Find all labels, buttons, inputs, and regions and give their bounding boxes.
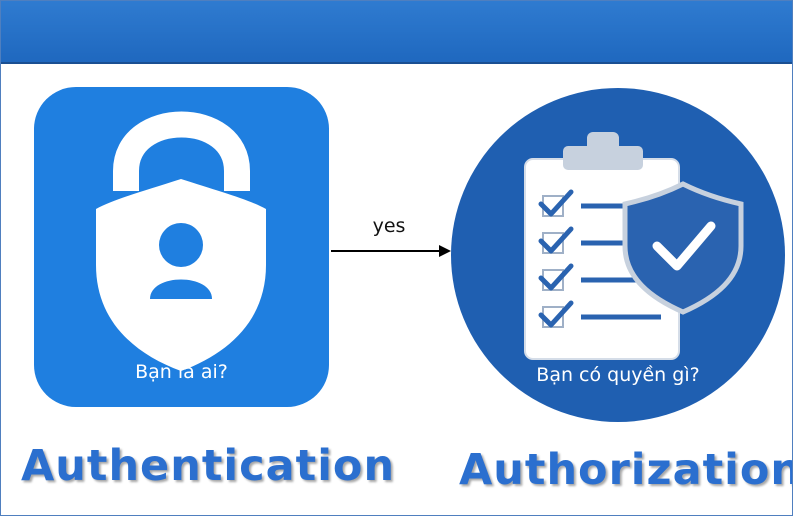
authentication-tile: Bạn là ai?	[34, 87, 329, 407]
authorization-circle: Bạn có quyền gì?	[451, 88, 785, 422]
authorization-title: Authorization	[459, 445, 793, 495]
user-head	[159, 223, 203, 267]
lock-shield-user-icon	[96, 111, 266, 371]
arrow-right-icon	[331, 245, 451, 257]
checklist-row	[538, 300, 661, 328]
arrow-label: yes	[372, 215, 406, 237]
authentication-title: Authentication	[21, 441, 396, 491]
authorization-question: Bạn có quyền gì?	[536, 364, 700, 386]
authentication-question: Bạn là ai?	[135, 361, 228, 383]
header-bar	[1, 1, 792, 64]
shield-icon	[622, 181, 744, 315]
shield-shape	[96, 179, 266, 371]
clipboard-clip	[563, 146, 643, 170]
clipboard-clip-top	[587, 132, 619, 152]
clipboard-checklist-shield-icon	[524, 132, 744, 360]
check-icon	[652, 221, 716, 271]
user-body	[150, 279, 212, 299]
lock-shackle	[113, 111, 250, 191]
